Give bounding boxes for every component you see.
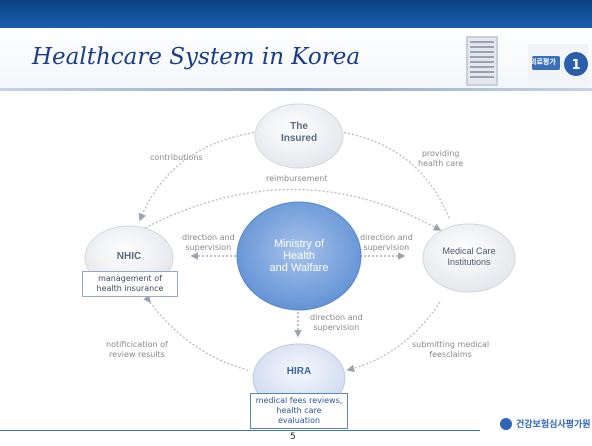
svg-text:1: 1 xyxy=(571,58,580,73)
nhic-label: NHIC xyxy=(116,251,142,262)
header-divider xyxy=(0,88,592,91)
arrow-submitting xyxy=(346,301,441,373)
arrow-contributions xyxy=(138,131,259,222)
insured-label: The Insured xyxy=(280,121,318,144)
providing-label: providing health care xyxy=(418,149,464,168)
hira-description-box: medical fees reviews, health care evalua… xyxy=(250,393,348,429)
arrow-providing xyxy=(333,127,451,221)
direction-right-label: direction and supervision xyxy=(360,233,413,252)
organization-logo-icon: 1 xyxy=(528,44,588,84)
arrow-notification xyxy=(143,294,249,371)
top-band xyxy=(0,0,592,28)
ministry-node xyxy=(236,201,362,311)
top-logo-text: 의료평가 xyxy=(530,58,556,66)
footer-divider xyxy=(0,430,480,431)
contributions-label: contributions xyxy=(150,153,203,162)
building-icon xyxy=(466,36,498,86)
submitting-label: submitting medical feesclaims xyxy=(412,340,490,359)
direction-left-label: direction and supervision xyxy=(182,233,235,252)
ministry-label: Ministry of Health and Walfare xyxy=(269,238,329,274)
slide-title: Healthcare System in Korea xyxy=(32,44,361,70)
page-number: 5 xyxy=(290,432,296,442)
nhic-description-box: management of health insurance xyxy=(82,271,178,297)
medical-care-label: Medical Care Institutions xyxy=(442,246,496,267)
notification-label: notificication of review results xyxy=(106,340,168,359)
footer-org-name: 건강보험심사평가원 xyxy=(516,420,591,430)
direction-down-label: direction and supervision xyxy=(310,313,363,332)
reimbursement-label: reimbursement xyxy=(266,174,328,183)
insured-node xyxy=(254,103,344,169)
medical-care-node xyxy=(422,223,516,293)
footer-logo-icon xyxy=(500,418,512,430)
hira-label: HIRA xyxy=(286,366,312,377)
